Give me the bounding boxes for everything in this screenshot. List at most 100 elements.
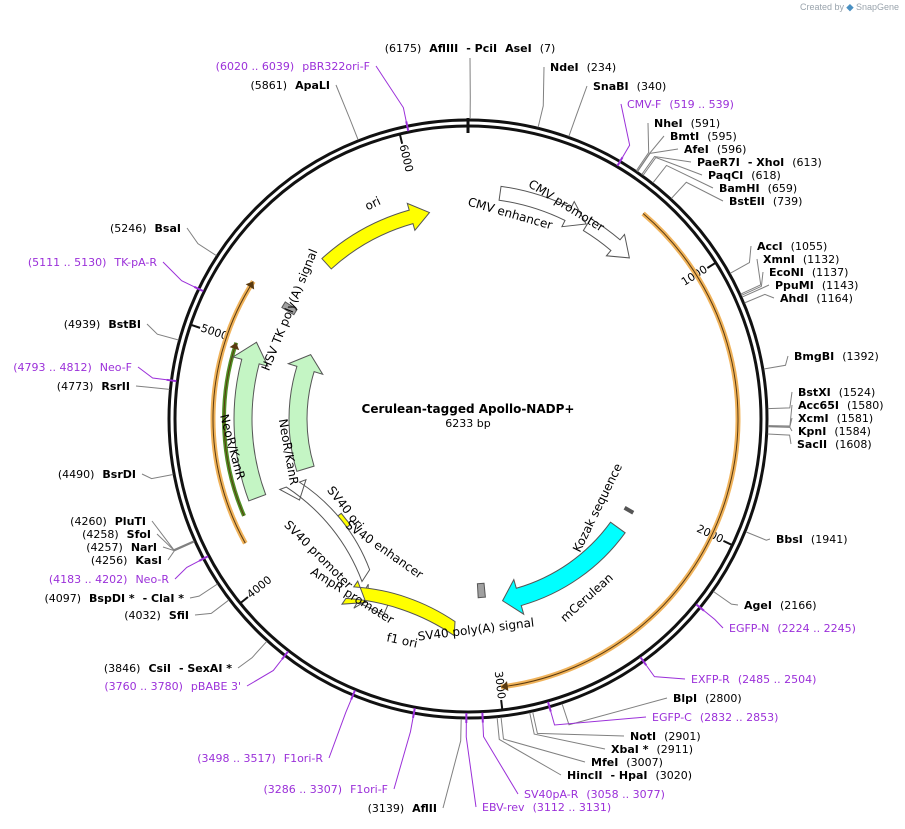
primer-leader-line [246,659,283,687]
label-part: - ClaI * [143,592,185,605]
site-leader-line [745,531,771,541]
site-leader-line [767,391,793,410]
site-leader-line [713,591,739,606]
primer-label: EXFP-R(2485 .. 2504) [691,673,816,686]
site-leader-line [189,583,218,599]
label-part: (4032) [124,609,161,622]
label-part: pBR322ori-F [302,60,370,73]
label-part: EGFP-N [729,622,769,635]
label-part: BspDI * [89,592,135,605]
primer-site-mark [695,603,705,612]
primer-leader-line [137,366,167,381]
site-leader-line [135,385,170,390]
label-part: (3112 .. 3131) [533,801,612,814]
enzyme-label: AccI(1055) [757,240,827,253]
primer-leader-line [645,664,686,680]
scale-tick [706,261,717,269]
label-part: (1580) [847,399,884,412]
site-leader-line [194,599,230,616]
feature-neor-inner [286,354,324,473]
primer-label: (5111 .. 5130)TK-pA-R [28,256,158,269]
tick-label: 3000 [492,670,508,699]
label-part: F1ori-R [284,752,324,765]
feature-ori [321,202,431,270]
primer-leader-line [393,717,414,790]
orf-arc-right-head [500,681,509,692]
feature-label: ori [363,194,383,213]
label-part: SacII [797,438,827,451]
primer-site-mark [350,690,356,701]
enzyme-label: NheI(591) [654,117,720,130]
label-part: (591) [691,117,721,130]
enzyme-label: KpnI(1584) [798,425,871,438]
enzyme-label: SnaBI (340) [593,80,666,93]
label-part: (4256) [91,554,128,567]
label-part: AfeI [684,143,709,156]
label-part: (1055) [791,240,828,253]
label-part: (739) [773,195,803,208]
enzyme-label: (3139)AflII [368,802,437,815]
primer-site-mark [639,656,648,666]
label-part: (519 .. 539) [669,98,734,111]
label-part: - HpaI [611,769,648,782]
label-part: NotI [630,730,656,743]
enzyme-label: AhdI(1164) [780,292,853,305]
label-part: NarI [131,541,157,554]
primer-site-mark [412,707,416,719]
enzyme-label: BamHI(659) [719,182,797,195]
enzyme-label: BlpI(2800) [673,692,742,705]
site-leader-line [729,245,752,274]
label-part: PluTI [115,515,146,528]
credit-text: Created by [799,2,844,12]
label-part: EcoNI [769,266,804,279]
site-leader-line [442,718,462,809]
gene-arc-neo-core [223,342,245,517]
enzyme-label: (4032)SfiI [124,609,189,622]
site-leader-line [529,712,606,750]
primer-label: (6020 .. 6039)pBR322ori-F [216,60,370,73]
label-part: (340) [637,80,667,93]
label-part: (2166) [780,599,817,612]
enzyme-label: Acc65I(1580) [798,399,884,412]
label-part: (5246) [110,222,147,235]
label-part: (4258) [82,528,119,541]
site-leader-line [156,533,195,551]
label-part: ApaLI [295,79,330,92]
orf-arc-left-head [245,281,255,290]
enzyme-label: BbsI(1941) [776,533,847,546]
feature-hsv-tk-polya [281,301,298,316]
primer-leader-line [174,560,200,580]
plasmid-backbone [167,118,769,720]
label-part: BstXI [798,386,831,399]
site-leader-line [186,227,217,257]
label-part: (3498 .. 3517) [197,752,276,765]
label-part: (1164) [816,292,853,305]
label-part: BbsI [776,533,803,546]
label-part: SnaBI [593,80,629,93]
enzyme-label: HincII- HpaI(3020) [567,769,692,782]
site-leader-line [642,156,703,176]
primer-leader-line [465,722,477,808]
primer-site-mark [405,121,410,132]
label-part: BmtI [670,130,699,143]
enzyme-label: (3846)CsiI- SexAI * [104,662,232,675]
label-part: (2911) [656,743,693,756]
label-part: BlpI [673,692,697,705]
primer-label: EGFP-C(2832 .. 2853) [652,711,778,724]
orf-arcs [210,211,741,692]
label-part: (3139) [368,802,405,815]
label-part: CMV-F [627,98,661,111]
label-part: (1608) [835,438,872,451]
feature-cmv-enhancer [498,185,587,228]
site-leader-line [151,520,195,551]
site-leader-line [767,417,793,427]
site-leader-line [146,323,179,341]
enzyme-label: MfeI(3007) [591,756,663,769]
enzyme-label: XbaI *(2911) [611,743,693,756]
label-part: EXFP-R [691,673,730,686]
label-part: (2224 .. 2245) [777,622,856,635]
feature-label: f1 ori [385,630,419,650]
